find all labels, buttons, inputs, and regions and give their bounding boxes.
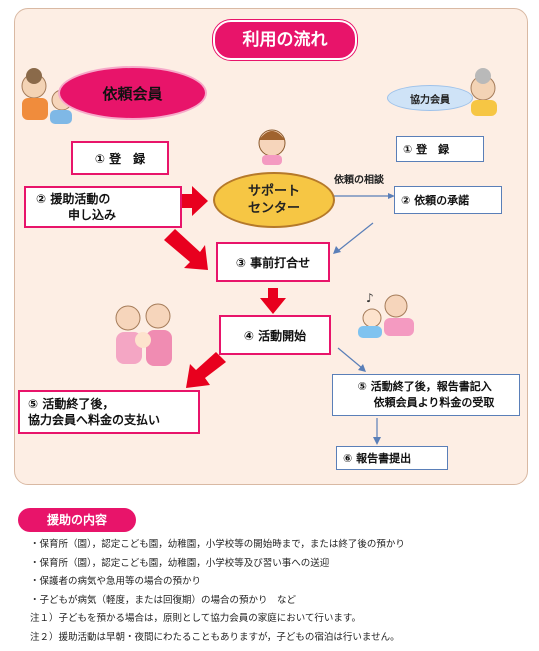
cooperator-label: 協力会員 — [387, 85, 473, 111]
list-item: ・保護者の病気や急用等の場合の預かり — [30, 576, 202, 588]
list-item: ・保育所（園），認定こども園，幼稚園，小学校等及び習い事への送迎 — [30, 557, 330, 569]
consult-label: 依頼の相談 — [334, 175, 384, 186]
step-register-left: ① 登 録 — [71, 141, 169, 175]
arrow-apply-to-center — [170, 186, 208, 216]
requester-label: 依頼会員 — [58, 66, 207, 120]
caregiver-play-illustration: ♪ — [358, 291, 414, 338]
step-start: ④ 活動開始 — [219, 315, 331, 355]
cooperator-illustration — [470, 68, 497, 116]
step-apply: ② 援助活動の申し込み — [24, 186, 182, 228]
support-content-list: ・保育所（園），認定こども園，幼稚園，小学校等の開始時まで，または終了後の預かり… — [30, 536, 405, 648]
step-end-right: ⑤ 活動終了後，報告書記入依頼会員より料金の受取 — [332, 374, 520, 416]
note-item: 注１）子どもを預かる場合は，原則として協力会員の家庭において行います。 — [30, 613, 361, 625]
arrow-to-start — [260, 288, 286, 314]
svg-text:♪: ♪ — [366, 291, 374, 305]
support-center: サポートセンター — [213, 172, 335, 228]
step-accept: ② 依頼の承諾 — [394, 186, 502, 214]
staff-illustration — [258, 129, 286, 165]
mother-baby-illustration — [115, 303, 172, 366]
arrow-to-pre-meeting — [164, 229, 208, 270]
list-item: ・子どもが病気（軽度，または回復期）の場合の預かり など — [30, 594, 297, 606]
step-report: ⑥ 報告書提出 — [336, 446, 448, 470]
step-end-left: ⑤ 活動終了後，協力会員へ料金の支払い — [18, 390, 200, 434]
list-item: ・保育所（園），認定こども園，幼稚園，小学校等の開始時まで，または終了後の預かり — [30, 539, 405, 550]
step-register-right: ① 登 録 — [396, 136, 484, 162]
section-title: 援助の内容 — [18, 508, 136, 532]
step-pre-meeting: ③ 事前打合せ — [216, 242, 330, 282]
note-item: 注２）援助活動は早朝・夜間にわたることもありますが，子どもの宿泊は行いません。 — [30, 631, 400, 643]
arrow-to-end-left — [186, 352, 226, 388]
arrow-accept-to-meeting — [338, 222, 374, 251]
arrow-start-to-end-right — [337, 347, 363, 369]
page-title: 利用の流れ — [213, 20, 357, 60]
